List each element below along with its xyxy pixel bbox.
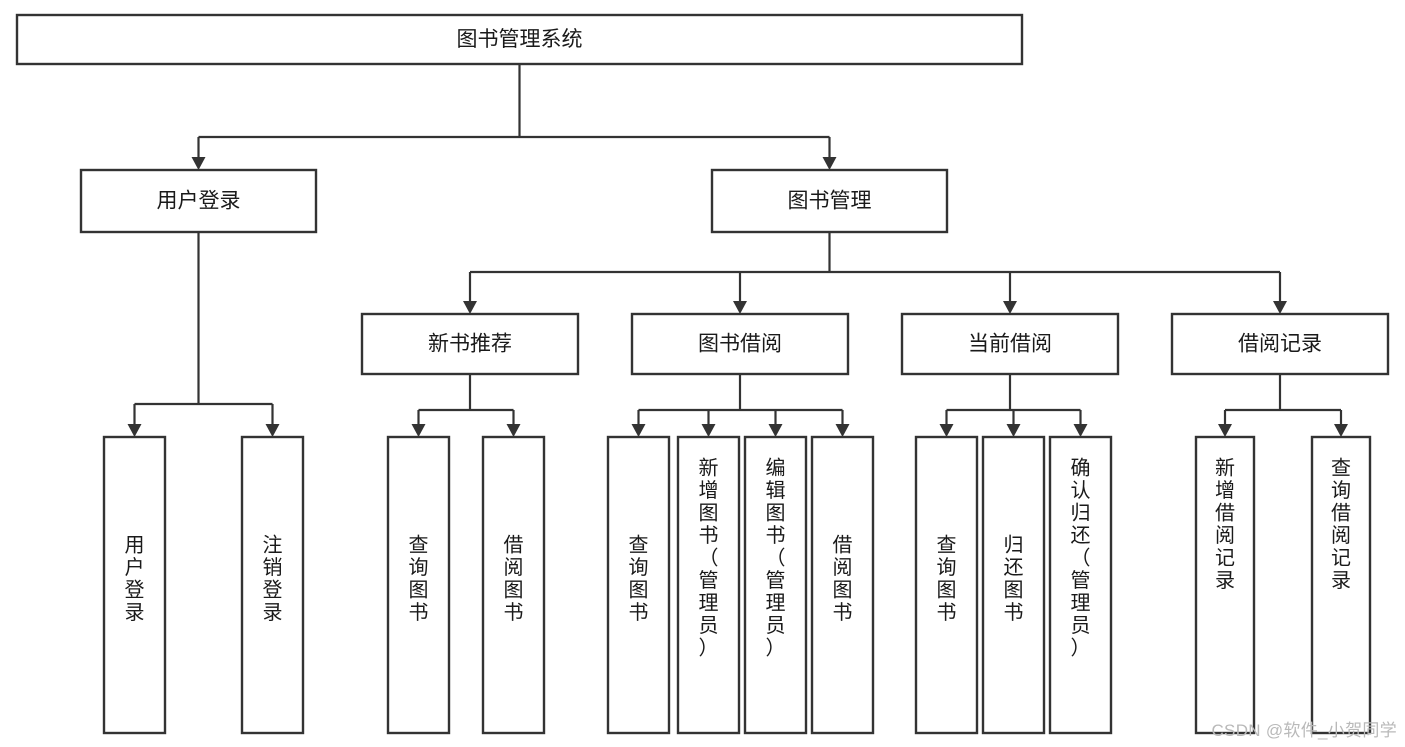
arrow-head-icon bbox=[411, 424, 426, 437]
node-leaf-query-book-current-label: 查询图书 bbox=[937, 533, 957, 624]
node-new-book-recommend[interactable]: 新书推荐 bbox=[360, 312, 580, 376]
arrow-head-icon bbox=[701, 424, 716, 437]
node-leaf-borrow-book-label: 借阅图书 bbox=[833, 533, 853, 624]
node-leaf-query-book-borrow-box[interactable] bbox=[606, 435, 671, 735]
node-leaf-confirm-return-label: 确认归还（管理员） bbox=[1071, 456, 1091, 659]
arrow-head-icon bbox=[1006, 424, 1021, 437]
node-leaf-borrow-book-recommend[interactable]: 借阅图书 bbox=[481, 435, 546, 735]
node-user-login-label: 用户登录 bbox=[157, 190, 241, 213]
nodes-layer: 图书管理系统用户登录图书管理新书推荐图书借阅当前借阅借阅记录用户登录注销登录查询… bbox=[15, 13, 1390, 735]
node-current-borrow-label: 当前借阅 bbox=[968, 333, 1052, 356]
node-borrow-record[interactable]: 借阅记录 bbox=[1170, 312, 1390, 376]
node-book-management[interactable]: 图书管理 bbox=[710, 168, 949, 234]
node-leaf-query-book-recommend-box[interactable] bbox=[386, 435, 451, 735]
node-leaf-add-book-label: 新增图书（管理员） bbox=[699, 456, 719, 659]
arrow-head-icon bbox=[1334, 424, 1348, 437]
node-book-management-box[interactable] bbox=[710, 168, 949, 234]
node-leaf-user-login-box[interactable] bbox=[102, 435, 167, 735]
node-leaf-borrow-book-recommend-box[interactable] bbox=[481, 435, 546, 735]
node-book-borrow[interactable]: 图书借阅 bbox=[630, 312, 850, 376]
node-book-borrow-label: 图书借阅 bbox=[698, 333, 782, 356]
node-root-label: 图书管理系统 bbox=[457, 28, 583, 51]
node-leaf-borrow-book-recommend-label: 借阅图书 bbox=[504, 533, 524, 624]
node-leaf-borrow-book[interactable]: 借阅图书 bbox=[810, 435, 875, 735]
node-leaf-query-borrow-record[interactable]: 查询借阅记录 bbox=[1310, 435, 1372, 735]
node-leaf-user-logout[interactable]: 注销登录 bbox=[240, 435, 305, 735]
arrow-head-icon bbox=[822, 157, 837, 170]
node-borrow-record-label: 借阅记录 bbox=[1238, 333, 1322, 356]
arrow-head-icon bbox=[506, 424, 521, 437]
node-leaf-add-borrow-record-label: 新增借阅记录 bbox=[1215, 456, 1235, 592]
arrow-head-icon bbox=[463, 301, 477, 314]
node-leaf-query-book-recommend-label: 查询图书 bbox=[409, 533, 429, 624]
node-user-login-box[interactable] bbox=[79, 168, 318, 234]
node-leaf-borrow-book-box[interactable] bbox=[810, 435, 875, 735]
arrow-head-icon bbox=[265, 424, 280, 437]
node-leaf-return-book-box[interactable] bbox=[981, 435, 1046, 735]
node-leaf-query-borrow-record-label: 查询借阅记录 bbox=[1331, 456, 1351, 592]
node-leaf-user-login[interactable]: 用户登录 bbox=[102, 435, 167, 735]
node-leaf-query-book-recommend[interactable]: 查询图书 bbox=[386, 435, 451, 735]
node-leaf-edit-book-label: 编辑图书（管理员） bbox=[766, 456, 786, 659]
node-leaf-add-borrow-record[interactable]: 新增借阅记录 bbox=[1194, 435, 1256, 735]
node-leaf-edit-book-box[interactable] bbox=[743, 435, 808, 735]
node-new-book-recommend-label: 新书推荐 bbox=[428, 333, 512, 356]
node-leaf-user-login-label: 用户登录 bbox=[125, 534, 145, 624]
arrow-head-icon bbox=[1218, 424, 1232, 437]
node-book-borrow-box[interactable] bbox=[630, 312, 850, 376]
arrow-head-icon bbox=[939, 424, 954, 437]
node-leaf-query-book-borrow-label: 查询图书 bbox=[629, 533, 649, 624]
arrow-head-icon bbox=[631, 424, 646, 437]
node-leaf-return-book-label: 归还图书 bbox=[1004, 533, 1024, 624]
arrow-head-icon bbox=[835, 424, 850, 437]
node-borrow-record-box[interactable] bbox=[1170, 312, 1390, 376]
node-leaf-add-borrow-record-box[interactable] bbox=[1194, 435, 1256, 735]
connectors-layer bbox=[127, 64, 1348, 437]
arrow-head-icon bbox=[191, 157, 206, 170]
node-leaf-query-book-current-box[interactable] bbox=[914, 435, 979, 735]
node-leaf-query-borrow-record-box[interactable] bbox=[1310, 435, 1372, 735]
node-leaf-return-book[interactable]: 归还图书 bbox=[981, 435, 1046, 735]
node-current-borrow-box[interactable] bbox=[900, 312, 1120, 376]
node-leaf-confirm-return-box[interactable] bbox=[1048, 435, 1113, 735]
node-leaf-add-book-box[interactable] bbox=[676, 435, 741, 735]
arrow-head-icon bbox=[1003, 301, 1017, 314]
node-book-management-label: 图书管理 bbox=[788, 190, 872, 213]
arrow-head-icon bbox=[768, 424, 783, 437]
node-leaf-query-book-borrow[interactable]: 查询图书 bbox=[606, 435, 671, 735]
arrow-head-icon bbox=[1273, 301, 1287, 314]
node-leaf-confirm-return[interactable]: 确认归还（管理员） bbox=[1048, 435, 1113, 735]
node-leaf-query-book-current[interactable]: 查询图书 bbox=[914, 435, 979, 735]
arrow-head-icon bbox=[127, 424, 142, 437]
node-user-login[interactable]: 用户登录 bbox=[79, 168, 318, 234]
arrow-head-icon bbox=[733, 301, 747, 314]
arrow-head-icon bbox=[1073, 424, 1088, 437]
node-new-book-recommend-box[interactable] bbox=[360, 312, 580, 376]
node-root-box[interactable] bbox=[15, 13, 1024, 66]
node-leaf-user-logout-box[interactable] bbox=[240, 435, 305, 735]
node-leaf-add-book[interactable]: 新增图书（管理员） bbox=[676, 435, 741, 735]
node-current-borrow[interactable]: 当前借阅 bbox=[900, 312, 1120, 376]
node-leaf-user-logout-label: 注销登录 bbox=[263, 533, 283, 624]
node-leaf-edit-book[interactable]: 编辑图书（管理员） bbox=[743, 435, 808, 735]
node-root[interactable]: 图书管理系统 bbox=[15, 13, 1024, 66]
